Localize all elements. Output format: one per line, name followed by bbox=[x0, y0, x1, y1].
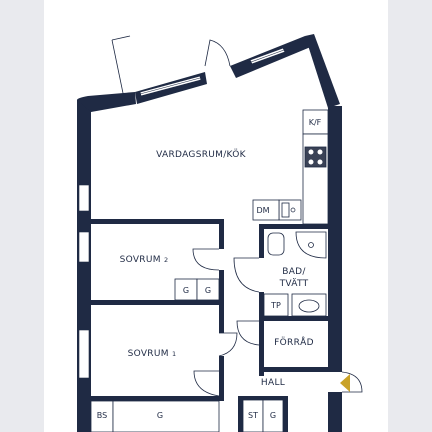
wardrobes bbox=[90, 278, 284, 432]
wall-living-bedroom2 bbox=[91, 219, 224, 224]
wall-bedroom1-east-upper bbox=[219, 305, 224, 333]
wall-bedroom2-bedroom1 bbox=[91, 300, 224, 305]
label-hall-storage: ST bbox=[248, 411, 258, 420]
stove-burners bbox=[308, 149, 323, 165]
dishwasher bbox=[252, 199, 280, 221]
wall-bedroom2-east-upper bbox=[219, 219, 224, 249]
kitchen-counter bbox=[252, 109, 329, 225]
shower-drain-icon bbox=[308, 242, 314, 248]
wall-bath-storage bbox=[259, 316, 331, 321]
dryer bbox=[263, 293, 289, 317]
wall-hall-closet-east bbox=[283, 396, 288, 432]
wardrobe-bedroom2-b bbox=[196, 278, 220, 301]
sink-bowl-icon bbox=[281, 202, 290, 218]
washbasin-bowl-icon bbox=[298, 299, 320, 313]
wall-hall-closet-top bbox=[238, 396, 288, 400]
label-wardrobe-bedroom1: G bbox=[157, 411, 163, 420]
wall-bath-west-lower bbox=[259, 292, 264, 376]
window-bedroom1 bbox=[78, 329, 90, 379]
balcony-door bbox=[111, 35, 231, 99]
right-exterior-wall bbox=[328, 106, 342, 372]
room-label-storage: FÖRRÅD bbox=[274, 336, 314, 348]
label-fridge-freezer: K/F bbox=[309, 118, 322, 127]
entrance-arrow-icon bbox=[340, 374, 350, 392]
wardrobe-bedroom1 bbox=[112, 400, 220, 432]
window-living-left bbox=[78, 184, 90, 212]
faucet-icon bbox=[290, 207, 296, 213]
windows bbox=[78, 47, 286, 379]
upper-right-wall bbox=[305, 34, 340, 108]
left-margin bbox=[0, 0, 44, 432]
room-label-living: VARDAGSRUM/KÖK bbox=[156, 149, 246, 160]
room-label-bath-line2: TVÄTT bbox=[279, 278, 309, 289]
right-lower-wall bbox=[328, 392, 342, 432]
label-dishwasher: DM bbox=[256, 206, 269, 215]
window-bedroom2 bbox=[78, 231, 90, 263]
room-label-bedroom2: SOVRUM 2 bbox=[120, 255, 169, 265]
wall-bedroom1-east-lower bbox=[219, 356, 224, 396]
door-bedroom1 bbox=[218, 332, 238, 357]
label-bed-storage: BS bbox=[97, 411, 107, 420]
door-swings bbox=[192, 248, 363, 397]
door-storage bbox=[236, 320, 260, 346]
label-wardrobe-bedroom2-a: G bbox=[183, 286, 189, 295]
wardrobe-hall bbox=[262, 399, 284, 432]
top-left-wall bbox=[77, 92, 136, 112]
toilet-icon bbox=[267, 232, 285, 256]
door-entrance bbox=[341, 371, 363, 393]
label-dryer: TP bbox=[270, 301, 281, 310]
wall-bath-west-upper bbox=[259, 224, 264, 258]
wall-living-bath bbox=[259, 224, 331, 229]
door-hall bbox=[193, 370, 220, 397]
label-wardrobe-hall: G bbox=[270, 411, 276, 420]
room-label-hall: HALL bbox=[261, 378, 285, 388]
right-margin bbox=[388, 0, 432, 432]
room-label-bedroom1: SOVRUM 1 bbox=[128, 349, 177, 359]
label-wardrobe-bedroom2-b: G bbox=[205, 286, 211, 295]
bath-fixtures bbox=[263, 231, 327, 317]
fridge-freezer bbox=[302, 109, 329, 135]
stove-icon bbox=[304, 146, 327, 168]
left-exterior-wall bbox=[77, 100, 91, 432]
wall-storage-hall bbox=[259, 367, 331, 372]
wall-bedroom2-east-lower bbox=[219, 270, 224, 304]
room-label-bath-line1: BAD/ bbox=[282, 267, 306, 277]
door-bedroom2 bbox=[192, 248, 220, 271]
door-bath bbox=[233, 257, 260, 293]
wall-hall-closet-west bbox=[238, 396, 243, 432]
interior-walls bbox=[91, 219, 331, 432]
wall-bedroom1-south bbox=[91, 396, 224, 401]
